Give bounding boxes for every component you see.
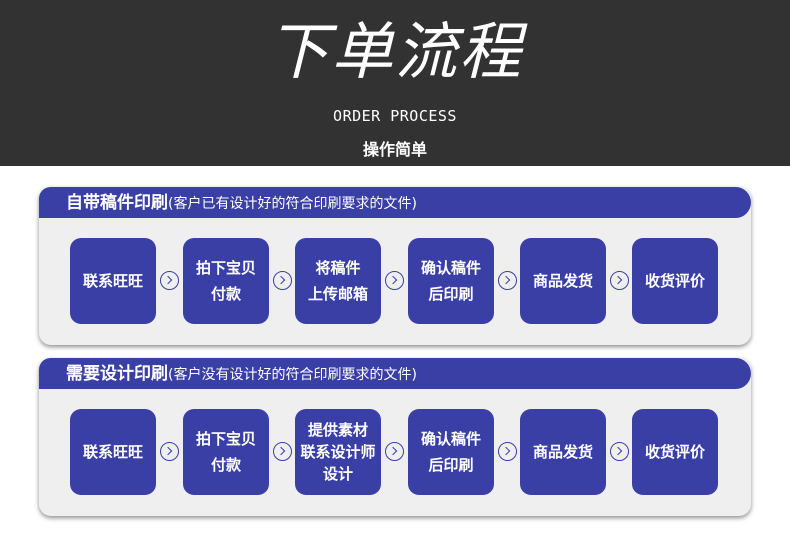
step-provide-materials[interactable]: 提供素材 联系设计师 设计 xyxy=(295,409,381,495)
step-label: 上传邮箱 xyxy=(307,285,368,303)
step-ship-goods[interactable]: 商品发货 xyxy=(520,409,606,495)
panel-note: (客户没有设计好的符合印刷要求的文件) xyxy=(168,367,417,383)
step-label: 确认稿件 xyxy=(420,259,481,277)
step-label: 联系旺旺 xyxy=(82,272,143,290)
chevron-right-circle-icon xyxy=(273,442,292,461)
step-contact-wangwang[interactable]: 联系旺旺 xyxy=(70,409,156,495)
step-label: 联系旺旺 xyxy=(82,443,143,461)
step-label: 后印刷 xyxy=(428,285,474,303)
step-label: 收货评价 xyxy=(644,443,705,461)
chevron-right-circle-icon xyxy=(385,271,404,290)
step-order-and-pay[interactable]: 拍下宝贝 付款 xyxy=(183,238,269,324)
step-receive-and-review[interactable]: 收货评价 xyxy=(632,409,718,495)
step-label: 商品发货 xyxy=(532,272,593,290)
page-subtitle-chinese: 操作简单 xyxy=(362,140,427,159)
panel-header: 自带稿件印刷(客户已有设计好的符合印刷要求的文件) xyxy=(39,187,751,218)
step-confirm-then-print[interactable]: 确认稿件 后印刷 xyxy=(408,238,494,324)
chevron-right-circle-icon xyxy=(160,442,179,461)
panel-title: 自带稿件印刷 xyxy=(66,193,168,213)
panel-note: (客户已有设计好的符合印刷要求的文件) xyxy=(168,196,417,212)
step-order-and-pay[interactable]: 拍下宝贝 付款 xyxy=(183,409,269,495)
chevron-right-circle-icon xyxy=(610,442,629,461)
step-label: 后印刷 xyxy=(428,456,474,474)
step-label: 付款 xyxy=(210,456,241,474)
chevron-right-circle-icon xyxy=(610,271,629,290)
chevron-right-circle-icon xyxy=(498,442,517,461)
step-confirm-then-print[interactable]: 确认稿件 后印刷 xyxy=(408,409,494,495)
chevron-right-circle-icon xyxy=(498,271,517,290)
step-label: 将稿件 xyxy=(315,259,361,277)
page-subtitle-english: ORDER PROCESS xyxy=(333,107,457,125)
chevron-right-circle-icon xyxy=(273,271,292,290)
step-label: 付款 xyxy=(210,285,241,303)
step-label: 提供素材 xyxy=(307,421,368,439)
page-header: 下单流程 ORDER PROCESS 操作简单 xyxy=(0,0,790,166)
step-label: 设计 xyxy=(322,465,353,483)
step-ship-goods[interactable]: 商品发货 xyxy=(520,238,606,324)
step-contact-wangwang[interactable]: 联系旺旺 xyxy=(70,238,156,324)
chevron-right-circle-icon xyxy=(385,442,404,461)
process-panel-design-needed: 需要设计印刷(客户没有设计好的符合印刷要求的文件) 联系旺旺 拍下宝贝 付款 提… xyxy=(39,358,751,516)
step-upload-artwork[interactable]: 将稿件 上传邮箱 xyxy=(295,238,381,324)
step-receive-and-review[interactable]: 收货评价 xyxy=(632,238,718,324)
step-label: 联系设计师 xyxy=(300,443,376,461)
panel-title: 需要设计印刷 xyxy=(66,364,168,384)
step-label: 拍下宝贝 xyxy=(195,430,256,448)
chevron-right-circle-icon xyxy=(160,271,179,290)
process-panel-own-artwork: 自带稿件印刷(客户已有设计好的符合印刷要求的文件) 联系旺旺 拍下宝贝 付款 将… xyxy=(39,187,751,345)
step-label: 商品发货 xyxy=(532,443,593,461)
panel-header: 需要设计印刷(客户没有设计好的符合印刷要求的文件) xyxy=(39,358,751,389)
page-title: 下单流程 xyxy=(266,15,523,88)
step-label: 确认稿件 xyxy=(420,430,481,448)
step-label: 收货评价 xyxy=(644,272,705,290)
step-label: 拍下宝贝 xyxy=(195,259,256,277)
